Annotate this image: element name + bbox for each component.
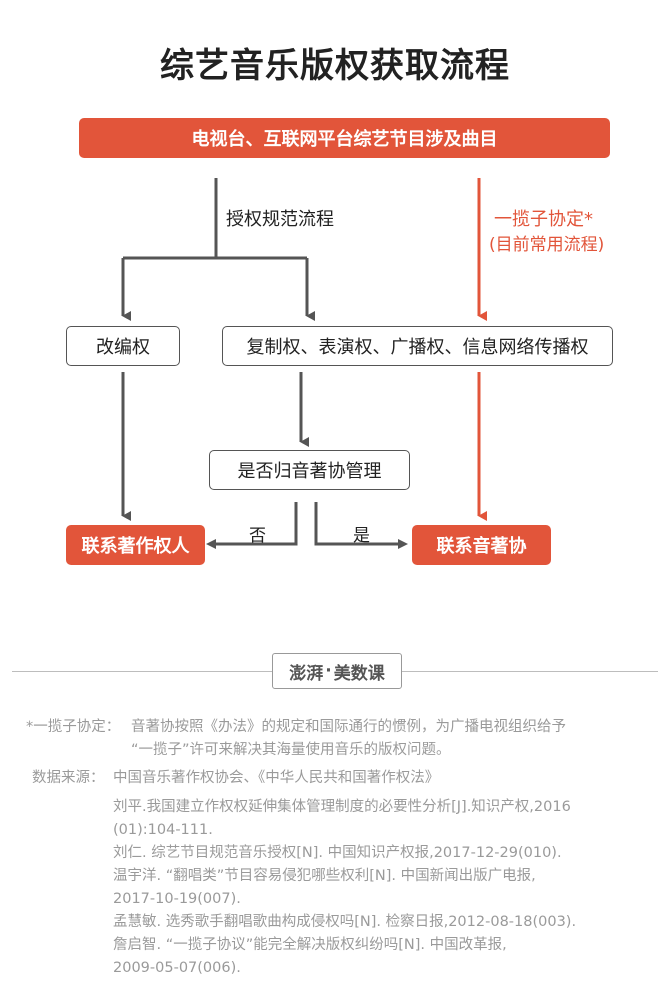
label-blanket-agreement: 一揽子协定* [494,209,593,230]
arrow-yes-to-mcsc [314,502,400,546]
top-box-variety-show-tracks: 电视台、互联网平台综艺节目涉及曲目 [79,118,610,158]
sources-label: 数据来源： [32,770,105,786]
label-blanket-common: (目前常用流程) [489,235,605,255]
arrowhead-no [206,539,216,549]
label-authorization-process: 授权规范流程 [226,209,334,230]
brand-logo: 澎湃 · 美数课 [272,653,402,689]
logo-section: 美数课 [333,663,385,684]
logo-brand: 澎湃 [289,663,324,684]
source-line: 中国音乐著作权协会、《中华人民共和国著作权法》 [113,770,440,786]
source-line: 温宇洋. “翻唱类”节目容易侵犯哪些权利[N]. 中国新闻出版广电报, [113,868,536,884]
footnote-label: *一揽子协定： [26,719,121,735]
arrowhead-yes [398,539,408,549]
box-contact-mcsc: 联系音著协 [412,525,551,565]
footnote-block: *一揽子协定： 音著协按照《办法》的规定和国际通行的惯例，为广播电视组织给予 “… [0,716,670,986]
source-line: 2009-05-07(006). [113,960,241,976]
footnote-line-1: 音著协按照《办法》的规定和国际通行的惯例，为广播电视组织给予 [131,719,566,735]
footer-divider-right [402,671,658,672]
source-line: 詹启智. “一揽子协议”能完全解决版权纠纷吗[N]. 中国改革报, [113,937,507,953]
page-title: 综艺音乐版权获取流程 [160,46,510,86]
source-line: (01):104-111. [113,822,213,838]
label-no: 否 [249,526,266,546]
box-contact-copyright-owner: 联系著作权人 [66,525,205,565]
footer-divider-left [12,671,272,672]
box-adaptation-right: 改编权 [66,326,180,366]
arrow-no-to-owner [214,502,298,546]
logo-dot: · [325,661,332,681]
box-reproduction-rights: 复制权、表演权、广播权、信息网络传播权 [222,326,613,366]
source-line: 2017-10-19(007). [113,891,241,907]
source-line: 孟慧敏. 选秀歌手翻唱歌曲构成侵权吗[N]. 检察日报,2012-08-18(0… [113,914,577,930]
box-question-mcsc-managed: 是否归音著协管理 [209,450,410,490]
footnote-line-2: “一揽子”许可来解决其海量使用音乐的版权问题。 [131,742,451,758]
label-yes: 是 [353,526,370,546]
source-line: 刘平.我国建立作权权延伸集体管理制度的必要性分析[J].知识产权,2016 [113,799,571,815]
source-line: 刘仁. 综艺节目规范音乐授权[N]. 中国知识产权报,2017-12-29(01… [113,845,562,861]
